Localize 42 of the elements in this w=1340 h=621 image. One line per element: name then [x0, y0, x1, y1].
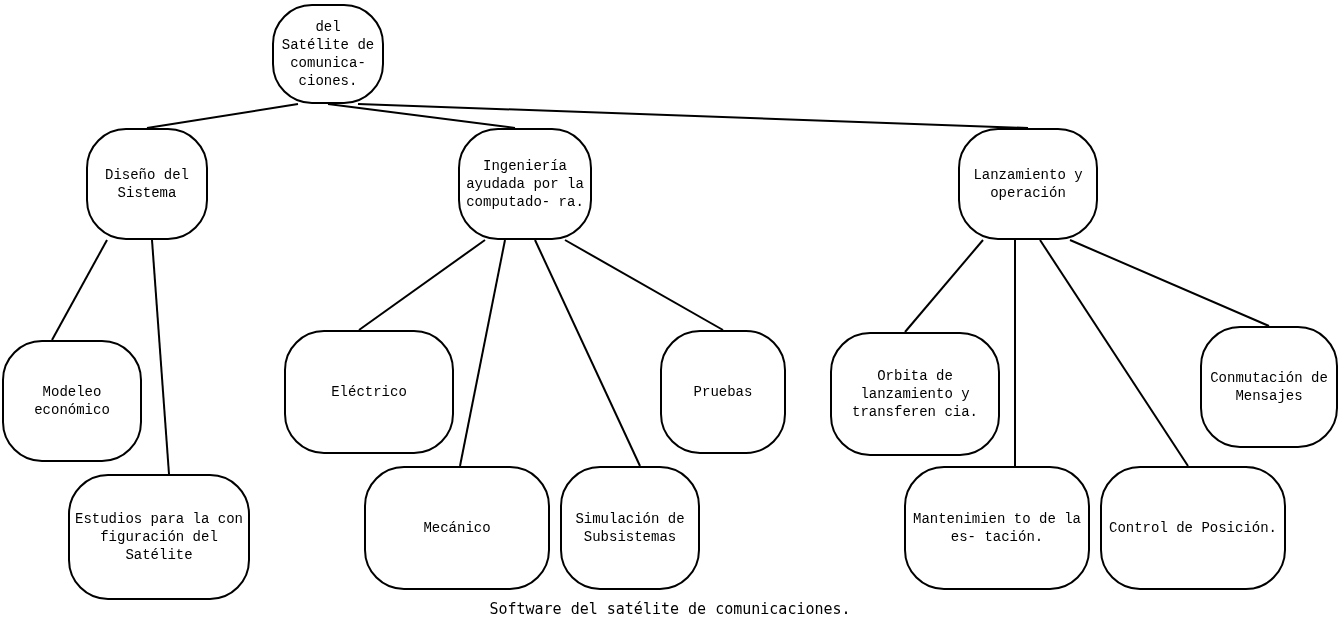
node-text: Orbita de lanzamiento y transferen cia.	[851, 367, 979, 421]
connector-line	[146, 103, 299, 129]
rounded-node	[958, 128, 1098, 240]
connector-line	[327, 103, 516, 129]
node-text: Pruebas	[693, 383, 753, 401]
node-text: Conmutación de Mensajes	[1209, 369, 1329, 405]
connector-line	[358, 239, 486, 331]
node-text: Control de Posición.	[1109, 519, 1277, 537]
node-text: Ingeniería ayudada por la computado- ra.	[465, 157, 585, 211]
connector-line	[357, 103, 1029, 129]
connector-line	[1014, 239, 1016, 467]
rounded-node	[830, 332, 1000, 456]
connector-line	[564, 239, 724, 331]
rounded-node	[364, 466, 550, 590]
node-text: del Satélite de comunica- ciones.	[280, 18, 376, 90]
node-text: Diseño del Sistema	[104, 166, 190, 202]
rounded-node	[660, 330, 786, 454]
connector-line	[534, 239, 641, 467]
node-text: Mantenimien to de la es- tación.	[912, 510, 1082, 546]
connector-line	[1069, 239, 1270, 327]
rounded-node	[904, 466, 1090, 590]
rounded-node	[1200, 326, 1338, 448]
rounded-node	[272, 4, 384, 104]
rounded-node	[86, 128, 208, 240]
rounded-node	[458, 128, 592, 240]
connector-line	[51, 239, 108, 341]
rounded-node	[1100, 466, 1286, 590]
rounded-node	[68, 474, 250, 600]
node-text: Eléctrico	[331, 383, 407, 401]
node-text: Simulación de Subsistemas	[574, 510, 686, 546]
node-text: Lanzamiento y operación	[972, 166, 1084, 202]
connector-line	[459, 239, 506, 467]
node-text: Modeleo económico	[33, 383, 111, 419]
caption: Software del satélite de comunicaciones.	[488, 600, 852, 618]
node-text: Mecánico	[423, 519, 491, 537]
connector-line	[904, 239, 984, 333]
rounded-node	[284, 330, 454, 454]
rounded-node	[2, 340, 142, 462]
node-text: Estudios para la con figuración del Satélite	[74, 510, 244, 564]
connector-line	[1039, 239, 1189, 467]
connector-line	[151, 239, 170, 475]
rounded-node	[560, 466, 700, 590]
